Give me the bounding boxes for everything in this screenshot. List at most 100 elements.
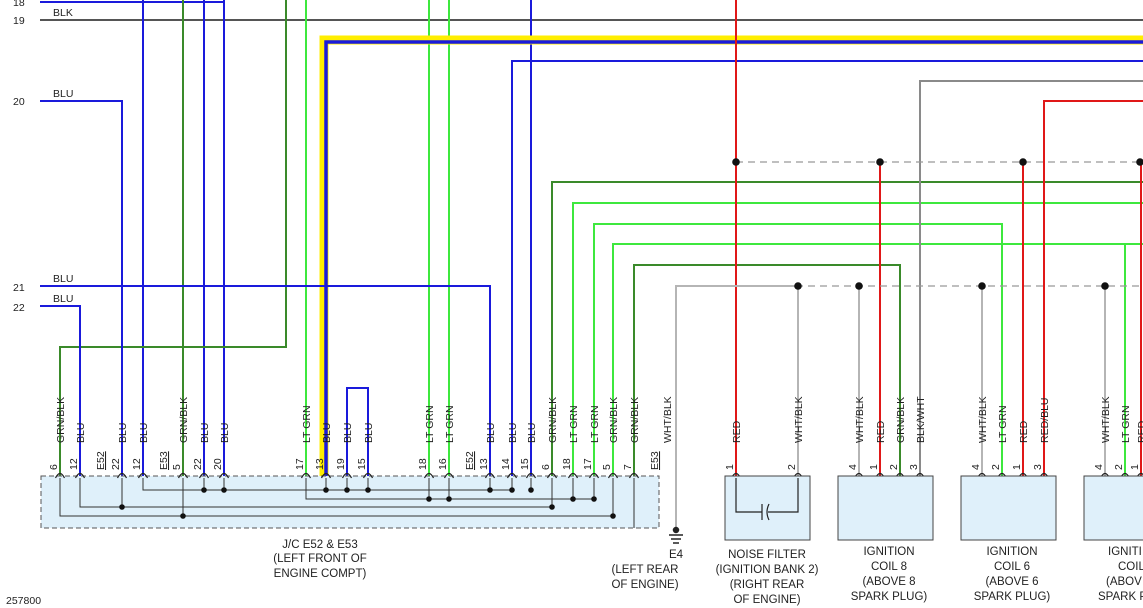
pin-terminal-icon	[320, 472, 332, 479]
wire-gnd-e4	[675, 285, 798, 528]
wire-label: BLU	[53, 293, 73, 305]
pin-terminal-icon	[525, 472, 537, 479]
wire-grn-552	[551, 181, 1143, 478]
caption-line: SPARK PLUG)	[974, 591, 1051, 603]
row-label: 19	[13, 15, 25, 27]
component-wire-color: GRN/BLK	[895, 397, 907, 443]
wire-gray-920	[919, 80, 1143, 478]
jc-wire-color: BLU	[321, 423, 333, 443]
ground-symbol-e4	[669, 526, 683, 544]
ignition-coil-6-box	[960, 475, 1057, 541]
wire-ltgrn-594	[593, 223, 1003, 478]
wire-ltgrn-573	[572, 202, 1143, 478]
pin-terminal-icon	[546, 472, 558, 479]
component-pin-number: 4	[847, 464, 859, 470]
pin-terminal-icon	[506, 472, 518, 479]
caption-line: OF ENGINE)	[733, 594, 800, 606]
jc-pin-number: 17	[294, 458, 306, 470]
pin-terminal-icon	[137, 472, 149, 479]
row-label: 22	[13, 302, 25, 314]
caption-line: (ABOVE 6	[985, 576, 1038, 588]
pin-terminal-icon	[567, 472, 579, 479]
jc-pin-number: 16	[437, 458, 449, 470]
component-wire-color: WHT/BLK	[793, 396, 805, 443]
caption-line: (LEFT FRONT OF	[273, 553, 367, 565]
jc-wire-color: GRN/BLK	[608, 397, 620, 443]
jc-wire-color: LT GRN	[444, 405, 456, 443]
jc-pin-number: 7	[622, 464, 634, 470]
jc-wire-color: LT GRN	[424, 405, 436, 443]
caption-coil-6: IGNITION COIL 6 (ABOVE 6 SPARK PLUG)	[974, 546, 1051, 603]
junction-dot	[1136, 158, 1143, 166]
jc-wire-color: BLU	[507, 423, 519, 443]
pin-terminal-icon	[54, 472, 66, 479]
jc-wire-color: BLU	[363, 423, 375, 443]
junction-dot	[794, 282, 802, 290]
component-pin-number: 4	[970, 464, 982, 470]
row-label: 20	[13, 96, 25, 108]
pin-terminal-icon	[423, 472, 435, 479]
jc-connector-id: E53	[158, 451, 170, 470]
jc-connector-id: E52	[95, 451, 107, 470]
junction-dot	[978, 282, 986, 290]
jc-pin-number: 15	[519, 458, 531, 470]
ignition-coil-8-box	[837, 475, 934, 541]
pin-terminal-icon	[588, 472, 600, 479]
component-wire-color: BLK/WHT	[915, 396, 927, 443]
junction-dot	[1101, 282, 1109, 290]
caption-line: (RIGHT REAR	[730, 579, 805, 591]
jc-wire-color: BLU	[342, 423, 354, 443]
wire-highlight-blue	[324, 40, 1143, 478]
component-wire-color: RED	[1136, 420, 1143, 443]
caption-coil-8: IGNITION COIL 8 (ABOVE 8 SPARK PLUG)	[851, 546, 928, 603]
jc-wire-color: LT GRN	[301, 405, 313, 443]
component-wire-color: LT GRN	[997, 405, 1009, 443]
component-wire-color: RED/BLU	[1039, 397, 1051, 443]
component-pin-number: 2	[990, 464, 1002, 470]
component-pin-number: 3	[1032, 464, 1044, 470]
jc-pin-number: 14	[500, 458, 512, 470]
jc-wire-color: BLU	[199, 423, 211, 443]
pin-terminal-icon	[116, 472, 128, 479]
junction-dot	[1019, 158, 1027, 166]
wire-grn-634	[633, 264, 901, 478]
jc-pin-number: 13	[478, 458, 490, 470]
jc-connector-id: E52	[464, 451, 476, 470]
jc-pin-number: 5	[171, 464, 183, 470]
jc-pin-number: 5	[601, 464, 613, 470]
pin-terminal-icon	[628, 472, 640, 479]
junction-dot	[855, 282, 863, 290]
jc-pin-number: 18	[561, 458, 573, 470]
jc-wire-color: BLU	[117, 423, 129, 443]
jc-pin-number: 13	[314, 458, 326, 470]
component-wire-color: WHT/BLK	[1100, 396, 1112, 443]
pin-terminal-icon	[607, 472, 619, 479]
jc-pin-number: 15	[356, 458, 368, 470]
component-wire-color: RED	[875, 420, 887, 443]
jc-wire-color: GRN/BLK	[55, 397, 67, 443]
caption-line: SPARK P	[1098, 591, 1143, 603]
wire-row-20	[40, 100, 123, 478]
wire-label: BLU	[53, 273, 73, 285]
junction-dot	[732, 158, 740, 166]
jc-pin-number: 6	[540, 464, 552, 470]
row-label: 21	[13, 282, 25, 294]
wire-blu-512	[511, 60, 1143, 478]
figure-id: 257800	[6, 595, 41, 607]
jc-wire-color: LT GRN	[589, 405, 601, 443]
jc-pin-number: 20	[212, 458, 224, 470]
caption-line: J/C E52 & E53	[282, 539, 357, 551]
caption-line: (IGNITION BANK 2)	[716, 564, 819, 576]
jc-pin-number: 6	[48, 464, 60, 470]
caption-e4: E4 (LEFT REAR OF ENGINE)	[611, 549, 683, 591]
jc-pin-number: 18	[417, 458, 429, 470]
jc-pin-number: 19	[335, 458, 347, 470]
row-label: 18	[13, 0, 25, 9]
caption-line: IGNITION	[863, 546, 914, 558]
component-wire-color: WHT/BLK	[854, 396, 866, 443]
jc-wire-color: BLU	[75, 423, 87, 443]
component-pin-number: 1	[1129, 464, 1141, 470]
jc-pin-number: 12	[68, 458, 80, 470]
caption-line: IGNITI	[1108, 546, 1142, 558]
